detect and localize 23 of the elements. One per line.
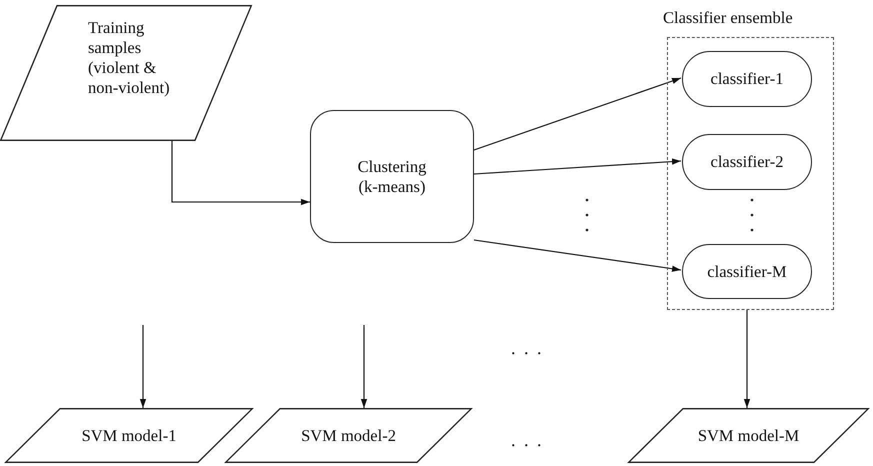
node-label: Training samples (violent & non-violent) [88, 18, 171, 98]
node-label: SVM model-2 [301, 426, 396, 446]
parallelogram-box [225, 408, 472, 463]
arrow [474, 77, 682, 151]
node-label: classifier-M [707, 262, 787, 282]
parallelogram-box [628, 408, 869, 463]
parallelogram-box [0, 5, 252, 141]
arrow [140, 325, 146, 408]
node-label: SVM model-1 [82, 426, 176, 446]
parallelogram-box [5, 408, 253, 463]
group-heading: Classifier ensemble [663, 8, 793, 28]
node-label: classifier-2 [710, 152, 784, 172]
process-box [310, 110, 474, 243]
node-label: classifier-1 [710, 69, 784, 89]
node-label: SVM model-M [698, 426, 800, 446]
arrow [360, 325, 368, 408]
ellipsis-text: . . . [511, 338, 544, 359]
arrow [171, 141, 310, 206]
arrow [474, 239, 682, 272]
node-label: Clustering (k-means) [356, 156, 428, 196]
arrow [744, 310, 750, 408]
arrow [474, 158, 682, 175]
ellipsis-text: . . . [511, 430, 544, 451]
